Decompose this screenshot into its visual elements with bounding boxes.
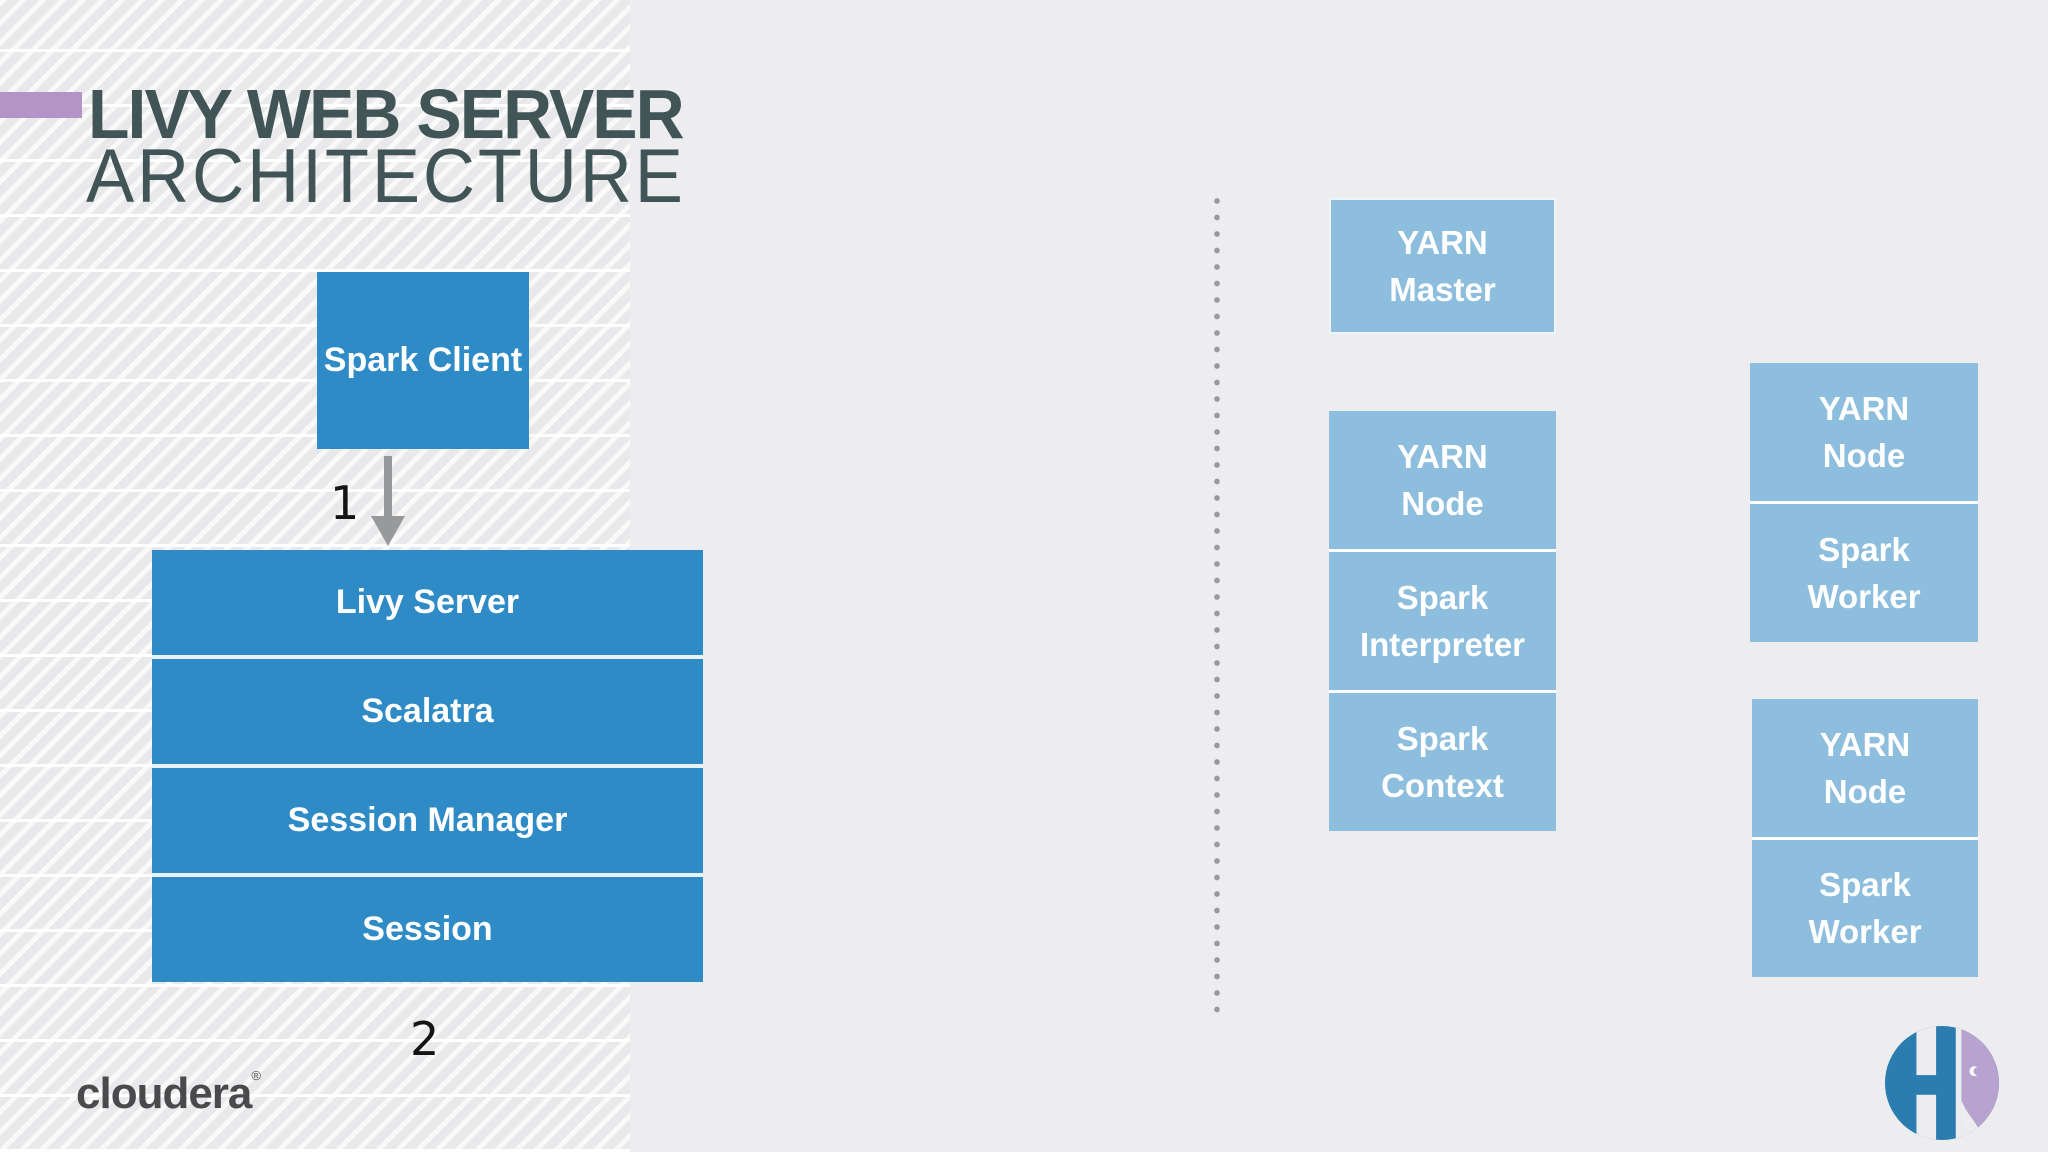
down-arrow-icon — [384, 456, 392, 518]
yarn-node-worker-stack-bottom: YARN Node Spark Worker — [1752, 699, 1978, 977]
stack-row-yarn-node: YARN Node — [1752, 699, 1978, 837]
stack-row-session: Session — [152, 877, 703, 982]
stack-row-spark-worker: Spark Worker — [1750, 504, 1978, 642]
stack-row-yarn-node: YARN Node — [1329, 411, 1556, 549]
registered-trademark: ® — [251, 1068, 261, 1083]
stack-row-spark-context: Spark Context — [1329, 693, 1556, 831]
stack-row-session-manager: Session Manager — [152, 768, 703, 873]
yarn-master-box: YARN Master — [1329, 198, 1556, 334]
cloudera-wordmark: cloudera — [76, 1069, 252, 1118]
stack-row-spark-worker: Spark Worker — [1752, 839, 1978, 977]
cloudera-logo: cloudera® — [76, 1052, 261, 1118]
step-2-label: 2 — [410, 1012, 440, 1066]
livy-server-stack: Livy Server Scalatra Session Manager Ses… — [152, 550, 703, 982]
h-elephant-circle-logo-icon — [1884, 1025, 2000, 1141]
stack-row-spark-interpreter: Spark Interpreter — [1329, 552, 1556, 690]
stack-row-scalatra: Scalatra — [152, 659, 703, 764]
step-1-label: 1 — [330, 476, 360, 530]
dotted-separator-line — [1213, 196, 1221, 1020]
spark-client-box: Spark Client — [317, 272, 529, 449]
slide-title: LIVY WEB SERVER — [88, 75, 685, 153]
stack-row-livy-server: Livy Server — [152, 550, 703, 655]
down-arrow-head-icon — [371, 516, 405, 546]
slide-subtitle: ARCHITECTURE — [86, 134, 686, 219]
stack-row-yarn-node: YARN Node — [1750, 363, 1978, 501]
title-accent-bar — [0, 92, 82, 118]
yarn-node-center-stack: YARN Node Spark Interpreter Spark Contex… — [1329, 411, 1556, 831]
yarn-node-worker-stack-top: YARN Node Spark Worker — [1750, 363, 1978, 642]
